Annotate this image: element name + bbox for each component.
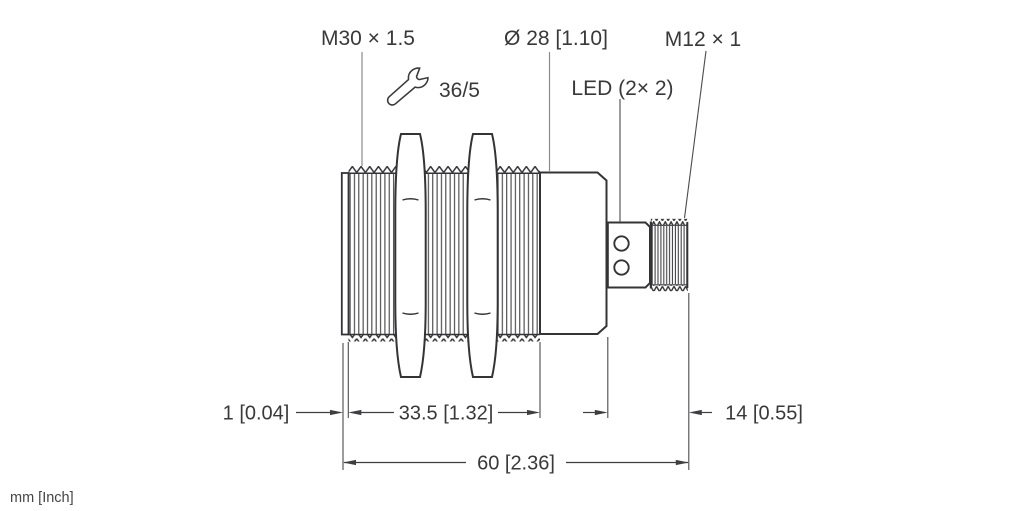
dim-connector-length: 14 [0.55] [725, 403, 803, 425]
led-indicators [613, 235, 630, 276]
led-label: LED (2× 2) [571, 77, 673, 100]
wrench-icon [386, 67, 429, 106]
m12-thread [649, 218, 689, 292]
connector-label-leader [683, 50, 707, 219]
led-dot-2 [613, 259, 630, 276]
connector-barrel [606, 221, 651, 289]
front-lip [340, 172, 350, 336]
thread-size-label: M30 × 1.5 [321, 27, 415, 50]
hex-nut-2 [466, 133, 499, 378]
wrench-size-label: 36/5 [439, 79, 480, 102]
sensor-body [539, 171, 608, 335]
hex-nut-1 [394, 133, 427, 378]
led-dot-1 [613, 235, 630, 252]
dim-thread-length: 33.5 [1.32] [399, 403, 494, 425]
dimension-arrows [330, 409, 702, 466]
m30-threaded-barrel [348, 166, 540, 342]
dimension-lines [296, 411, 712, 464]
connector-thread-label: M12 × 1 [665, 28, 741, 51]
extension-lines [342, 293, 690, 470]
units-note: mm [Inch] [10, 490, 74, 506]
diameter-label: Ø 28 [1.10] [504, 27, 608, 50]
dim-overall-length: 60 [2.36] [477, 453, 555, 475]
dim-front-lip: 1 [0.04] [223, 403, 290, 425]
